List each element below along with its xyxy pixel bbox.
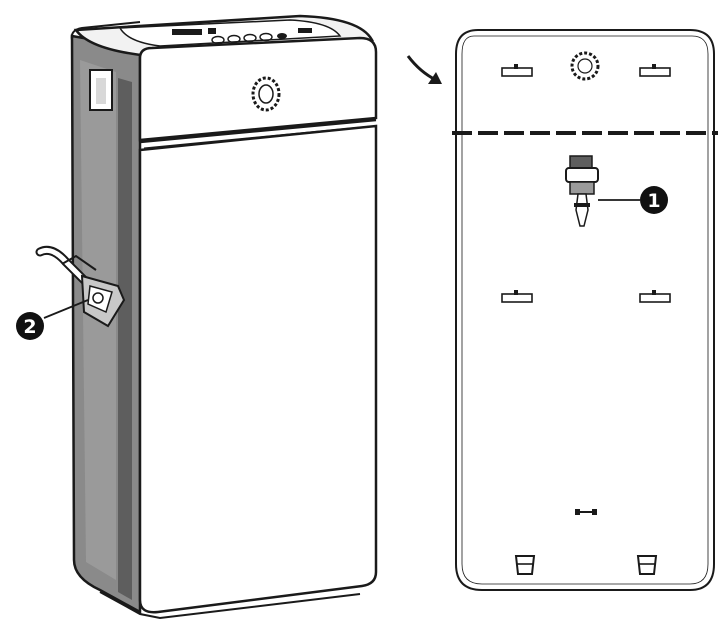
back-panel: 1 [452, 30, 718, 590]
foot-left-icon [516, 556, 534, 574]
unit-front-body [140, 126, 376, 612]
callout-2-label: 2 [23, 316, 36, 338]
back-panel-outline [456, 30, 714, 590]
callout-1-badge: 1 [640, 186, 668, 214]
callout-1-label: 1 [647, 190, 660, 212]
air-vent-icon [253, 78, 279, 110]
unit-perspective: 2 [16, 16, 376, 618]
foot-right-icon [638, 556, 656, 574]
back-vent-icon [572, 53, 598, 79]
arrow-curved-icon [408, 56, 442, 84]
callout-2-badge: 2 [16, 312, 44, 340]
unit-side-panel-inner [118, 78, 132, 600]
